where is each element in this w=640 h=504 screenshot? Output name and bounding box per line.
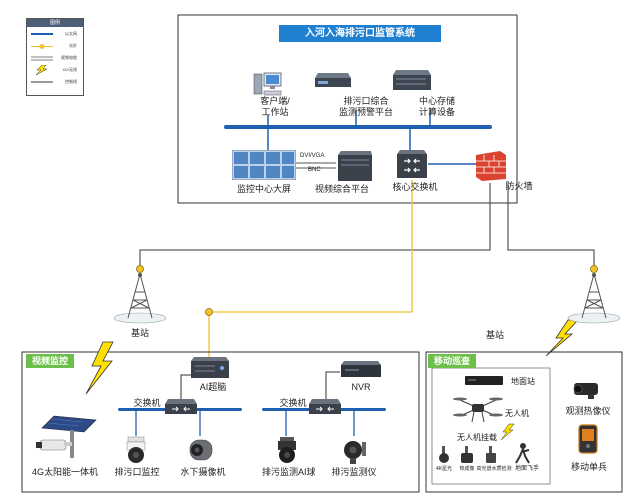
- flyer-label: 地面飞手: [514, 466, 539, 472]
- switch-label-right: 交换机: [279, 398, 307, 408]
- drone-label: 无人机: [505, 409, 529, 418]
- base-station-label-left: 基站: [130, 328, 149, 338]
- switch-icon-right: [309, 399, 341, 414]
- handheld-thermal-label: 观测热像仪: [565, 406, 611, 416]
- base-station-icon-right: [567, 273, 621, 324]
- legend-item-video-cable: 视频电缆: [31, 55, 77, 61]
- ai-box-icon: [191, 357, 229, 378]
- mount-4k-label: 4K星光: [435, 466, 453, 472]
- mount-thermal-label: 热成像: [459, 466, 475, 472]
- nvr-label: NVR: [351, 382, 371, 392]
- core-switch-icon: [397, 150, 427, 178]
- system-title: 入河入海排污口监管系统: [279, 25, 441, 42]
- video-platform-icon: [338, 151, 372, 181]
- legend-item-ethernet: 以太网: [31, 29, 81, 39]
- nvr-icon: [341, 361, 381, 377]
- video-wall-icon: [232, 150, 296, 180]
- monitor-device-icon: [344, 441, 366, 464]
- mobile-soldier-icon: [578, 424, 598, 454]
- ai-box-label: AI超脑: [199, 382, 227, 392]
- legend-item-control-line: 控制线: [31, 79, 77, 84]
- ptz-dome-icon: [126, 436, 146, 463]
- video-wall-label: 监控中心大屏: [236, 184, 291, 194]
- underwater-camera-icon: [189, 439, 213, 461]
- platform-label: 排污口综合 监测预警平台: [338, 96, 393, 117]
- mobile-section-tag: 移动巡查: [428, 354, 477, 368]
- mount-sampling-icon: [486, 446, 496, 463]
- storage-icon: [393, 70, 431, 90]
- mobile-soldier-label: 移动单兵: [570, 462, 607, 472]
- dvi-label: DVI/VGA: [300, 153, 325, 159]
- workstation-label: 客户端/ 工作站: [260, 96, 290, 117]
- legend: 图例 以太网 光纤 视频电缆 4G/无线 控制线: [26, 18, 84, 96]
- base-station-label-right: 基站: [485, 330, 504, 340]
- mount-sampling-label: 高光谱水质检测: [476, 466, 512, 472]
- legend-item-4g: 4G/无线: [31, 65, 81, 75]
- monitor-device-label: 排污监测仪: [331, 467, 377, 477]
- flyer-icon: [515, 443, 530, 464]
- underwater-camera-label: 水下摄像机: [180, 467, 226, 477]
- ground-station-icon: [465, 376, 503, 385]
- solar-camera-icon: [36, 415, 97, 458]
- video-platform-label: 视频综合平台: [314, 184, 369, 194]
- solar-camera-label: 4G太阳能一体机: [31, 467, 98, 477]
- video-section-tag: 视频监控: [26, 354, 75, 368]
- firewall-label: 防火墙: [505, 181, 533, 191]
- handheld-thermal-icon: [573, 383, 598, 399]
- core-switch-label: 核心交换机: [392, 182, 438, 192]
- ai-ball-icon: [278, 437, 296, 463]
- switch-label-left: 交换机: [133, 398, 161, 408]
- ai-ball-label: 排污监测AI球: [262, 467, 316, 477]
- server-icon: [315, 73, 351, 87]
- base-station-icon-left: [113, 273, 167, 324]
- ground-station-label: 地面站: [511, 377, 535, 386]
- bnc-label: BNC: [308, 167, 321, 173]
- drone-icon: [453, 397, 503, 423]
- legend-item-fiber: 光纤: [31, 41, 81, 51]
- legend-title: 图例: [27, 19, 83, 27]
- mount-thermal-icon: [461, 446, 473, 463]
- ptz-dome-label: 排污口监控: [114, 467, 160, 477]
- storage-label: 中心存储 计算设备: [418, 96, 455, 117]
- switch-icon-left: [165, 399, 197, 414]
- workstation-icon: [253, 72, 282, 96]
- mount-4k-icon: [439, 446, 449, 463]
- drone-mount-label: 无人机挂载: [457, 433, 497, 442]
- firewall-icon: [476, 151, 506, 181]
